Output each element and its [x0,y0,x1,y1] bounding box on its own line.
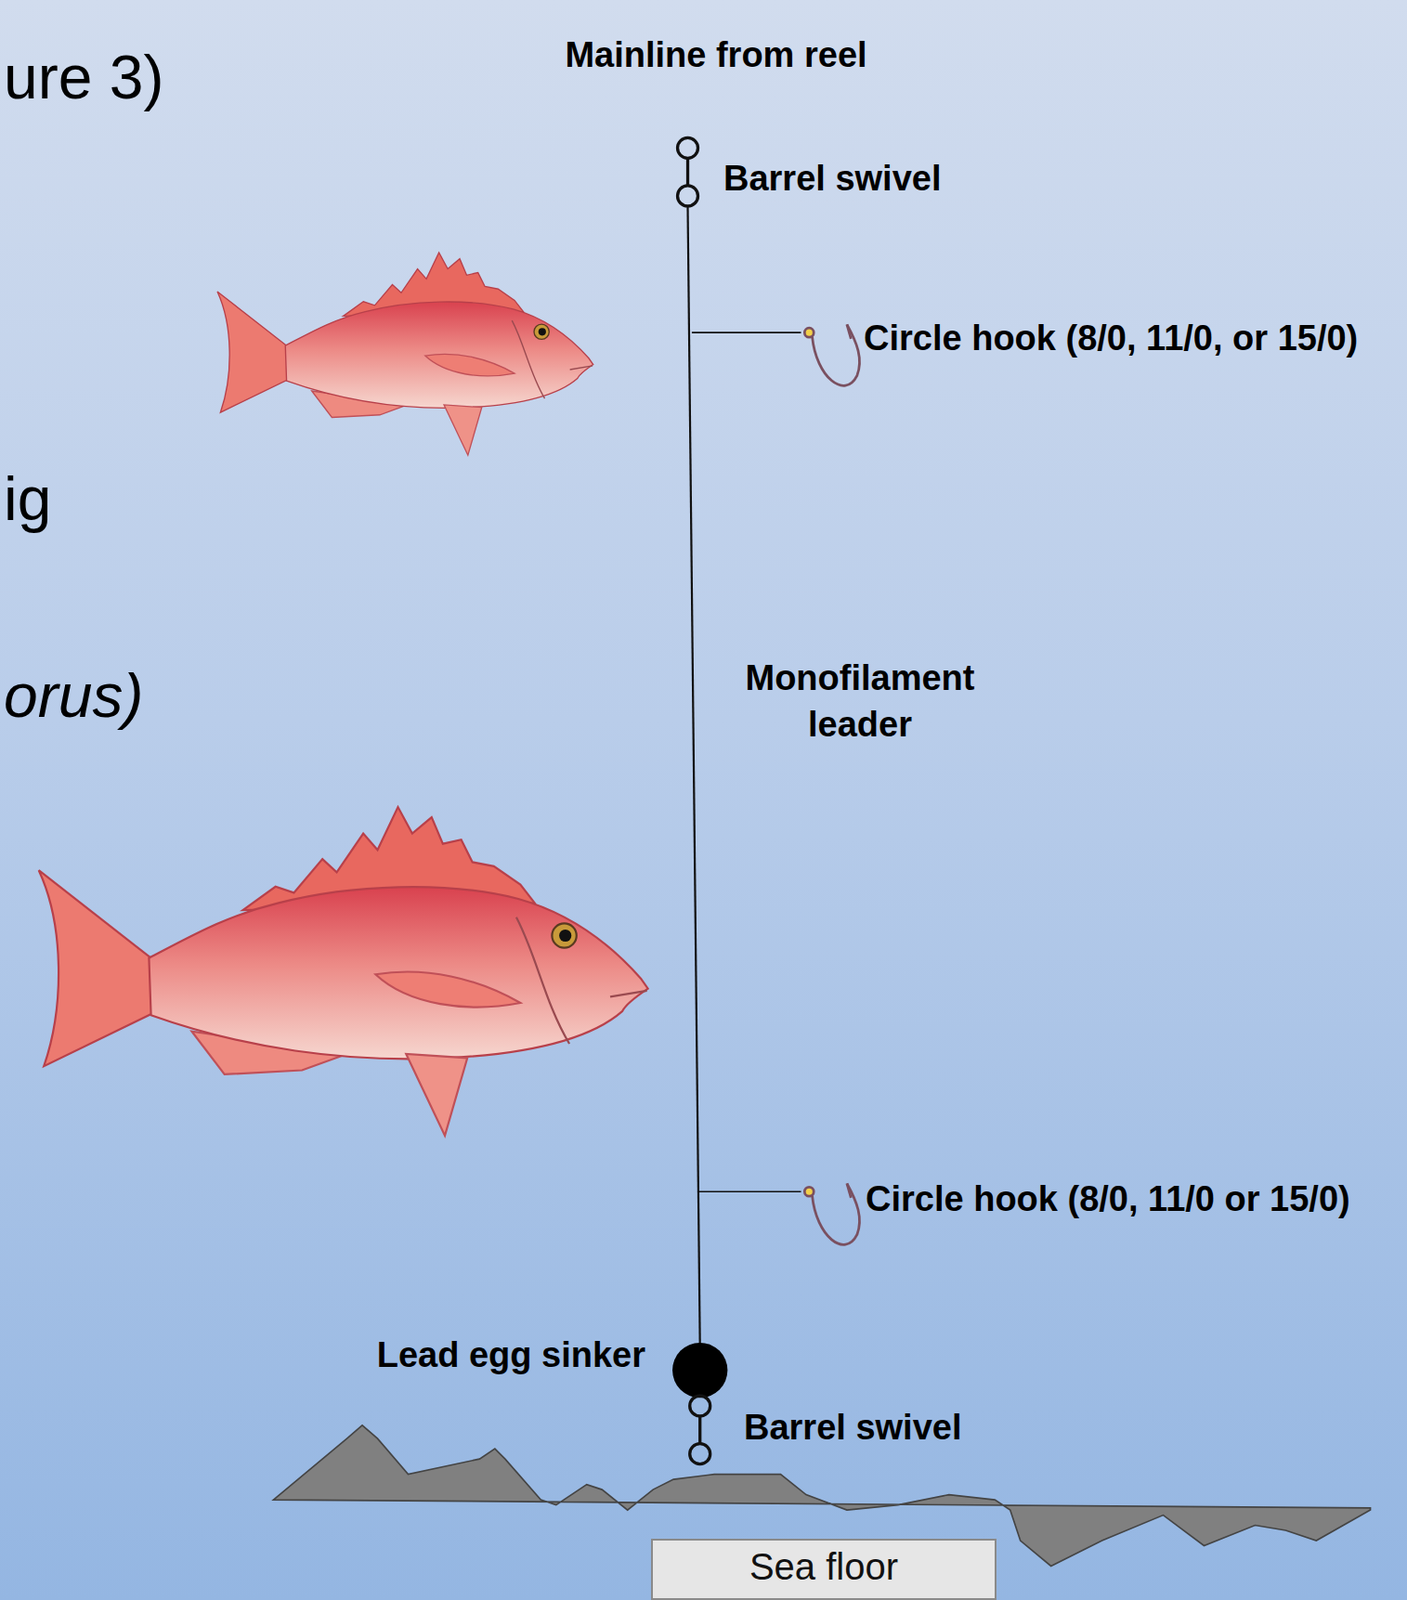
part-label: Barrel swivel [723,158,941,200]
egg-sinker [672,1342,728,1398]
slide-text-fragment: orus) [3,661,144,732]
snapper-large [39,807,649,1136]
slide-text-fragment: ure 3) [3,42,164,114]
circle-hook [804,1183,860,1245]
part-label: Mainline from reel [564,35,867,77]
part-label: Lead egg sinker [377,1335,646,1377]
slide-text-fragment: ig [3,464,52,535]
sea-floor-box: Sea floor [651,1538,997,1600]
dropper-line [691,331,802,334]
swivel-body [698,1416,702,1445]
part-label: Circle hook (8/0, 11/0 or 15/0) [865,1179,1351,1221]
part-label: Circle hook (8/0, 11/0, or 15/0) [863,318,1358,360]
dropper-line [698,1190,802,1193]
swivel-ring [690,1444,711,1465]
swivel-ring [677,185,699,207]
part-label: Monofilament leader [734,654,986,748]
swivel-ring [690,1395,711,1417]
monofilament-leader [688,207,701,1345]
part-label: Barrel swivel [743,1407,962,1449]
box-label: Sea floor [749,1540,899,1589]
swivel-body [686,157,690,186]
swivel-ring [677,137,699,158]
circle-hook [804,324,860,386]
snapper-small [217,252,594,456]
